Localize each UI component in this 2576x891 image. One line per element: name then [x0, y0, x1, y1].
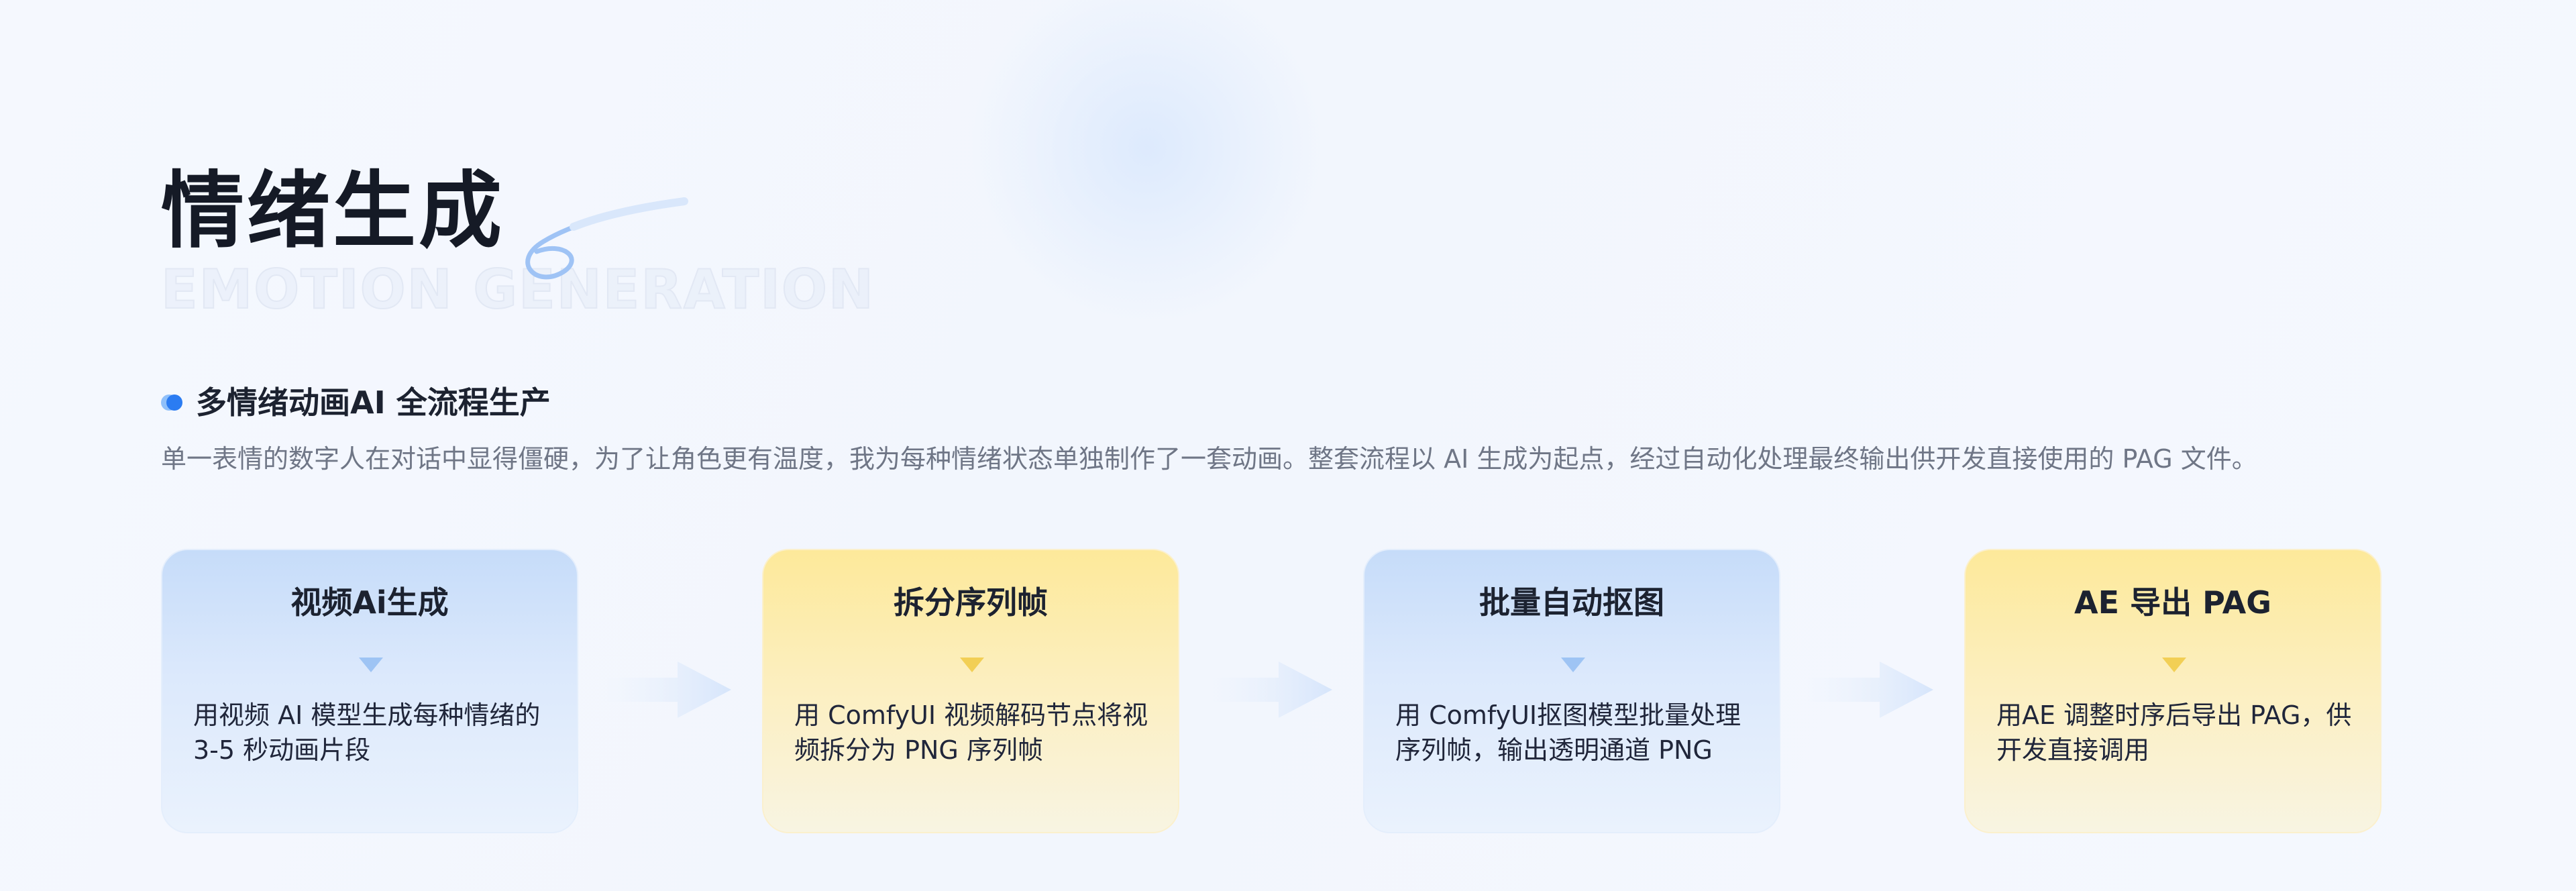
section-heading: 多情绪动画AI 全流程生产 [161, 381, 2415, 424]
step-description: 用视频 AI 模型生成每种情绪的 3-5 秒动画片段 [193, 700, 541, 765]
swoosh-decoration-icon [525, 197, 688, 280]
chevron-down-icon [2162, 658, 2186, 672]
step-card-2: 拆分序列帧 用 ComfyUI 视频解码节点将视频拆分为 PNG 序列帧 [762, 549, 1179, 833]
step-description: 用 ComfyUI 视频解码节点将视频拆分为 PNG 序列帧 [794, 700, 1148, 765]
step-card-3: 批量自动抠图 用 ComfyUI抠图模型批量处理序列帧，输出透明通道 PNG [1363, 549, 1780, 833]
chevron-down-icon [960, 658, 984, 672]
section-intro: 多情绪动画AI 全流程生产 单一表情的数字人在对话中显得僵硬，为了让角色更有温度… [161, 381, 2415, 478]
page-title: 情绪生成 [161, 163, 505, 260]
section-description: 单一表情的数字人在对话中显得僵硬，为了让角色更有温度，我为每种情绪状态单独制作了… [161, 444, 2257, 474]
step-card-4: AE 导出 PAG 用AE 调整时序后导出 PAG，供开发直接调用 [1964, 549, 2381, 833]
step-description: 用AE 调整时序后导出 PAG，供开发直接调用 [1996, 700, 2352, 765]
step-title: 视频Ai生成 [290, 584, 449, 621]
chevron-down-icon [359, 658, 383, 672]
page-subtitle: EMOTION GENERATION [160, 258, 875, 321]
section-title: 多情绪动画AI 全流程生产 [196, 384, 551, 421]
bullet-dot-icon [161, 394, 184, 411]
arrow-right-icon [604, 662, 731, 718]
process-flow: 视频Ai生成 用视频 AI 模型生成每种情绪的 3-5 秒动画片段 拆分序列帧 … [161, 549, 2381, 833]
arrow-right-icon [1205, 662, 1332, 718]
chevron-down-icon [1561, 658, 1585, 672]
step-description: 用 ComfyUI抠图模型批量处理序列帧，输出透明通道 PNG [1395, 700, 1741, 765]
arrow-right-icon [1806, 662, 1933, 718]
step-title: 拆分序列帧 [894, 584, 1048, 621]
step-card-1: 视频Ai生成 用视频 AI 模型生成每种情绪的 3-5 秒动画片段 [161, 549, 578, 833]
step-title: 批量自动抠图 [1479, 584, 1664, 621]
step-title: AE 导出 PAG [2074, 584, 2271, 621]
title-block: 情绪生成 EMOTION GENERATION [160, 161, 874, 322]
background-glow [973, 0, 1322, 322]
